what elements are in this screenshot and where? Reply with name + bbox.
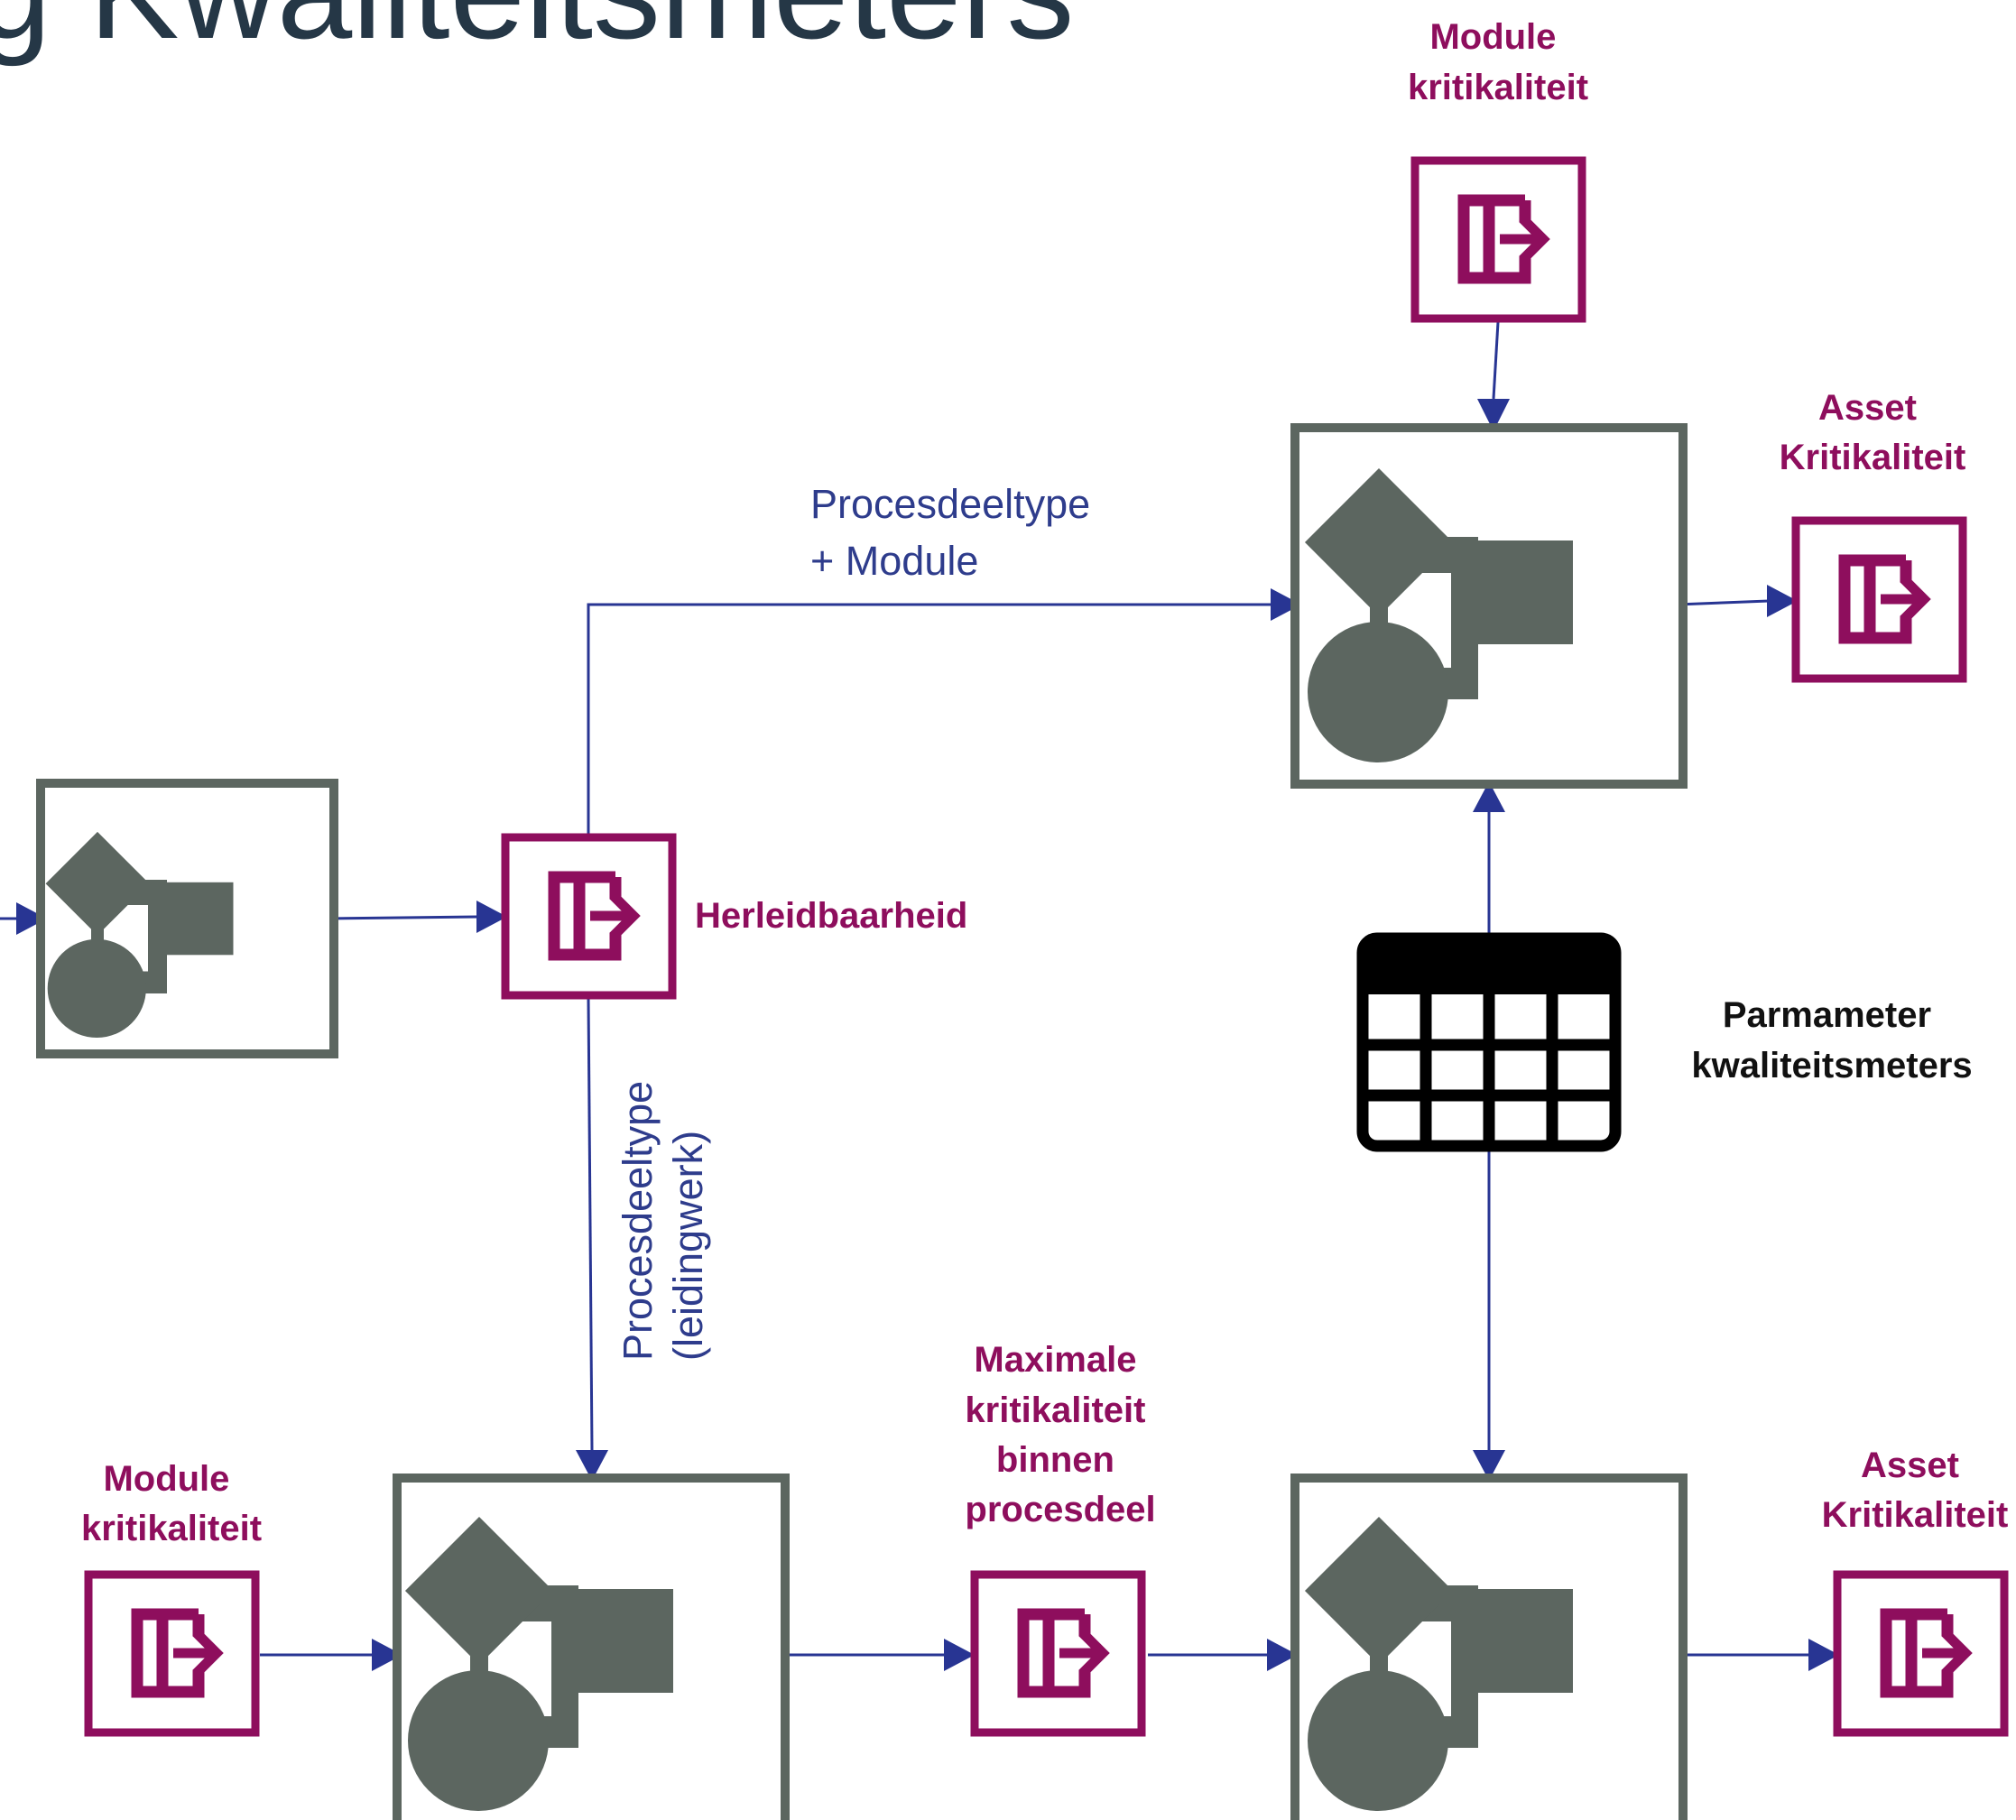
label-maximale-kritikaliteit: Maximale kritikaliteit binnen procesdeel <box>965 1340 1155 1529</box>
arrow-left-module-to-export <box>476 901 507 933</box>
connector-top-input-to-module <box>1492 321 1500 400</box>
arrow-export-to-top-module <box>1271 588 1301 621</box>
export-tool-maximale-kritikaliteit[interactable] <box>970 1570 1146 1737</box>
connector-export-to-top-module <box>587 603 1272 834</box>
label-procesdeeltype-leidingwerk: Procesdeeltype (leidingwerk) <box>615 1069 711 1361</box>
export-tool-herleidbaarheid[interactable] <box>501 833 677 1000</box>
export-tool-module-kritikaliteit-bottom[interactable] <box>84 1570 260 1737</box>
connectors <box>0 321 1839 1671</box>
label-asset-kritikaliteit-top: Asset Kritikaliteit <box>1780 388 1966 477</box>
arrow-top-module-to-asset <box>1767 585 1798 617</box>
arrow-input-left <box>16 902 47 935</box>
module-tool-top-right[interactable] <box>1290 423 1688 789</box>
module-tool-bottom-right[interactable] <box>1290 1474 1688 1820</box>
arrow-bottom-right-module-to-asset <box>1808 1639 1839 1671</box>
table-icon <box>1356 932 1622 1152</box>
label-asset-kritikaliteit-bottom: Asset Kritikaliteit <box>1822 1446 2009 1535</box>
export-tool-module-kritikaliteit-top[interactable] <box>1410 156 1586 323</box>
module-tool-bottom-left[interactable] <box>393 1474 790 1820</box>
arrow-table-to-bottom-module <box>1473 1450 1505 1481</box>
label-herleidbaarheid: Herleidbaarheid <box>695 896 967 936</box>
export-tool-asset-kritikaliteit-bottom[interactable] <box>1833 1570 2009 1737</box>
connector-top-module-to-asset <box>1676 599 1770 606</box>
label-module-kritikaliteit-top: Module kritikaliteit <box>1408 17 1588 107</box>
module-tool-left[interactable] <box>36 779 338 1058</box>
label-procesdeeltype-module: Procesdeeltype + Module <box>810 481 1102 584</box>
connector-left-module-to-export <box>326 915 479 920</box>
label-module-kritikaliteit-bottom: Module kritikaliteit <box>81 1459 262 1548</box>
arrow-bottom-module-to-max <box>944 1639 975 1671</box>
connector-export-to-bottom-module <box>587 997 594 1451</box>
arrow-export-to-bottom-module <box>576 1450 608 1481</box>
arrow-table-to-top-module <box>1473 781 1505 812</box>
label-parameter-kwaliteitsmeters: Parmameter kwaliteitsmeters <box>1691 995 1972 1086</box>
arrow-max-to-bottom-right-module <box>1267 1639 1298 1671</box>
page-title: ig Kwaliteitsmeters <box>0 0 1074 67</box>
export-tool-asset-kritikaliteit-top[interactable] <box>1791 516 1967 683</box>
arrow-bottom-input-to-module <box>372 1639 402 1671</box>
parameter-table-tool[interactable] <box>1356 932 1622 1152</box>
arrow-top-input-to-module <box>1477 399 1510 431</box>
